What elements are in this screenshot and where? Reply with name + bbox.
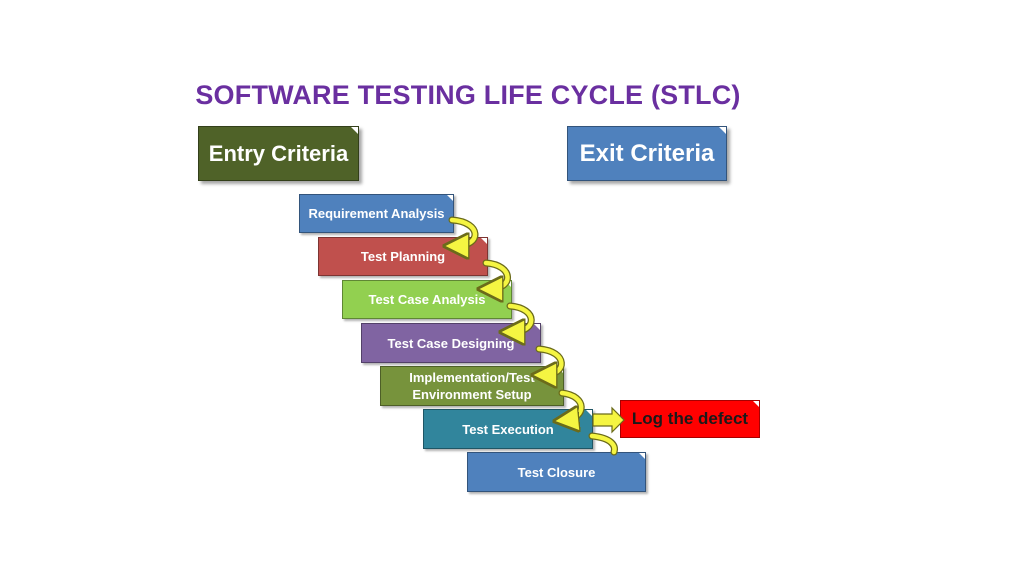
step-test-closure: Test Closure bbox=[467, 452, 646, 492]
entry-criteria-label: Entry Criteria bbox=[208, 140, 349, 166]
exit-criteria-box: Exit Criteria bbox=[567, 126, 727, 181]
arrow-right-icon bbox=[592, 406, 625, 434]
entry-criteria-box: Entry Criteria bbox=[198, 126, 359, 181]
exit-criteria-label: Exit Criteria bbox=[579, 139, 715, 167]
log-defect-label: Log the defect bbox=[631, 409, 749, 428]
step-requirement-analysis: Requirement Analysis bbox=[299, 194, 454, 233]
diagram-title: SOFTWARE TESTING LIFE CYCLE (STLC) bbox=[195, 80, 741, 110]
